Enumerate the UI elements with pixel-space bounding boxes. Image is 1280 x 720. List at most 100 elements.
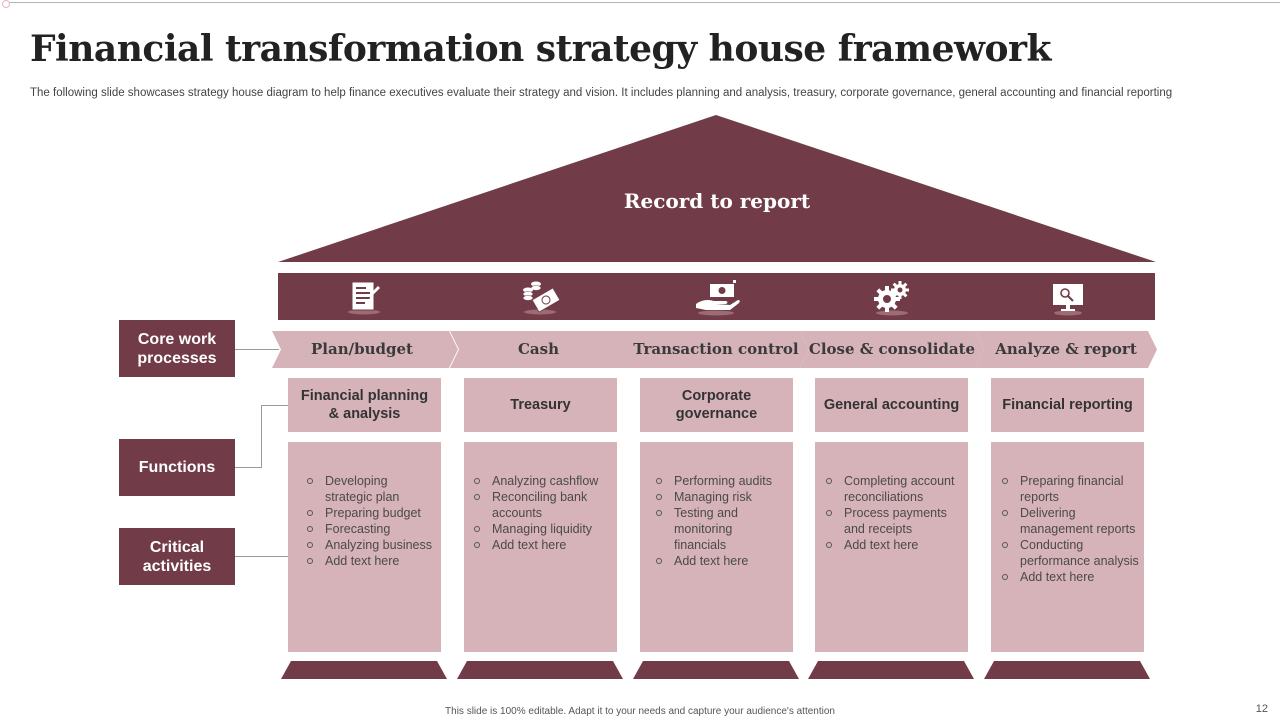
- list-item: Add text here: [826, 537, 960, 553]
- bullet-circle-icon: [307, 478, 313, 484]
- pillar-base: [984, 661, 1150, 679]
- activity-text: Managing risk: [674, 490, 752, 504]
- process-label: Cash: [517, 340, 559, 358]
- connector-line: [261, 405, 288, 406]
- activities-pillar-2: Analyzing cashflow Reconciling bank acco…: [464, 442, 617, 652]
- bullet-circle-icon: [1002, 478, 1008, 484]
- process-chevron-analyze-report: Analyze & report: [975, 331, 1157, 368]
- list-item: Preparing budget: [307, 505, 433, 521]
- function-box-financial-planning: Financial planning & analysis: [288, 378, 441, 432]
- top-dot: [2, 0, 10, 8]
- function-box-general-accounting: General accounting: [815, 378, 968, 432]
- footer-note: This slide is 100% editable. Adapt it to…: [445, 706, 835, 717]
- activity-text: Testing and monitoring financials: [674, 506, 738, 552]
- bullet-circle-icon: [307, 526, 313, 532]
- activity-text: Preparing budget: [325, 506, 421, 520]
- bullet-circle-icon: [307, 558, 313, 564]
- top-rule: [8, 2, 1280, 3]
- list-item: Performing audits: [656, 473, 785, 489]
- bullet-circle-icon: [307, 510, 313, 516]
- bullet-circle-icon: [656, 510, 662, 516]
- list-item: Developing strategic plan: [307, 473, 433, 505]
- connector-line: [235, 556, 288, 557]
- list-item: Completing account reconciliations: [826, 473, 960, 505]
- activity-text: Completing account reconciliations: [844, 474, 955, 504]
- list-item: Add text here: [474, 537, 613, 553]
- bullet-circle-icon: [474, 526, 480, 532]
- hand-cash-icon: [696, 280, 740, 316]
- activity-text: Add text here: [492, 538, 567, 552]
- pillar-base: [281, 661, 447, 679]
- activity-text: Developing strategic plan: [325, 474, 400, 504]
- icon-band: [278, 273, 1155, 320]
- bullet-circle-icon: [656, 478, 662, 484]
- list-item: Process payments and receipts: [826, 505, 960, 537]
- activity-text: Add text here: [674, 554, 749, 568]
- function-box-treasury: Treasury: [464, 378, 617, 432]
- list-item: Add text here: [1002, 569, 1140, 585]
- monitor-analysis-icon: [1053, 284, 1083, 316]
- pillar-base: [457, 661, 623, 679]
- bullet-circle-icon: [474, 478, 480, 484]
- roof-label: Record to report: [623, 189, 811, 213]
- list-item: Analyzing cashflow: [474, 473, 613, 489]
- activities-pillar-5: Preparing financial reports Delivering m…: [991, 442, 1144, 652]
- list-item: Reconciling bank accounts: [474, 489, 613, 521]
- bullet-circle-icon: [1002, 542, 1008, 548]
- house-roof: [278, 115, 1156, 262]
- activity-text: Add text here: [325, 554, 400, 568]
- connector-line: [235, 467, 261, 468]
- bullet-circle-icon: [1002, 510, 1008, 516]
- bullet-circle-icon: [656, 558, 662, 564]
- connector-line: [261, 405, 262, 468]
- page-number: 12: [1255, 703, 1268, 715]
- bullet-circle-icon: [307, 542, 313, 548]
- pillar-base: [808, 661, 974, 679]
- document-checklist-icon: [348, 281, 380, 315]
- list-item: Analyzing business: [307, 537, 433, 553]
- activity-text: Preparing financial reports: [1020, 474, 1124, 504]
- activity-text: Forecasting: [325, 522, 391, 536]
- function-box-financial-reporting: Financial reporting: [991, 378, 1144, 432]
- activity-text: Managing liquidity: [492, 522, 593, 536]
- gears-icon: [874, 281, 909, 316]
- list-item: Conducting performance analysis: [1002, 537, 1140, 569]
- slide-subtitle: The following slide showcases strategy h…: [30, 87, 1173, 99]
- activities-pillar-4: Completing account reconciliations Proce…: [815, 442, 968, 652]
- process-chevron-transaction-control: Transaction control: [623, 331, 809, 368]
- list-item: Forecasting: [307, 521, 433, 537]
- slide-title: Financial transformation strategy house …: [30, 28, 1051, 70]
- process-chevron-plan-budget: Plan/budget: [272, 331, 458, 368]
- process-label: Plan/budget: [311, 340, 413, 358]
- list-item: Delivering management reports: [1002, 505, 1140, 537]
- bullet-circle-icon: [474, 542, 480, 548]
- process-label: Close & consolidate: [808, 340, 976, 358]
- list-item: Managing risk: [656, 489, 785, 505]
- critical-activities-label: Critical activities: [119, 528, 235, 585]
- list-item: Add text here: [656, 553, 785, 569]
- activities-pillar-3: Performing audits Managing risk Testing …: [640, 442, 793, 652]
- activity-text: Add text here: [844, 538, 919, 552]
- bullet-circle-icon: [656, 494, 662, 500]
- bullet-circle-icon: [1002, 574, 1008, 580]
- list-item: Preparing financial reports: [1002, 473, 1140, 505]
- list-item: Managing liquidity: [474, 521, 613, 537]
- activity-text: Performing audits: [674, 474, 772, 488]
- activity-text: Conducting performance analysis: [1020, 538, 1139, 568]
- bullet-circle-icon: [826, 478, 832, 484]
- activities-pillar-1: Developing strategic plan Preparing budg…: [288, 442, 441, 652]
- activity-text: Add text here: [1020, 570, 1095, 584]
- bullet-circle-icon: [474, 494, 480, 500]
- activity-text: Analyzing cashflow: [492, 474, 599, 488]
- process-chevron-cash: Cash: [450, 331, 633, 368]
- money-coins-icon: [522, 281, 561, 315]
- bullet-circle-icon: [826, 542, 832, 548]
- activity-text: Analyzing business: [325, 538, 433, 552]
- pillar-base: [633, 661, 799, 679]
- process-label: Transaction control: [633, 340, 799, 358]
- connector-line: [235, 349, 279, 350]
- functions-label: Functions: [119, 439, 235, 496]
- core-work-processes-label: Core work processes: [119, 320, 235, 377]
- function-box-corporate-governance: Corporate governance: [640, 378, 793, 432]
- process-label: Analyze & report: [995, 340, 1137, 358]
